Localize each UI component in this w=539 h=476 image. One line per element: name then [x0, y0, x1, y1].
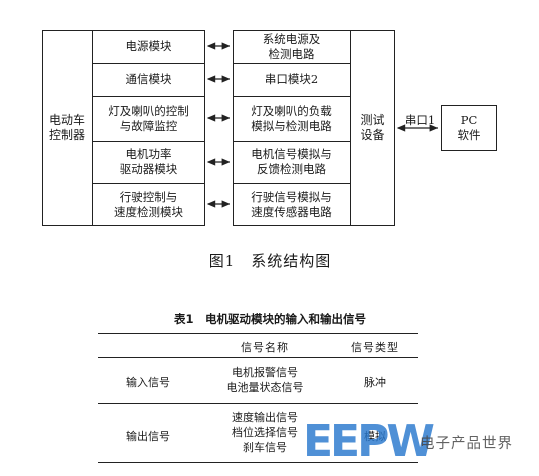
left-module-drive-speed: 行驶控制与 速度检测模块 [114, 189, 183, 219]
table-row-2-type: 模拟 [364, 430, 386, 443]
left-row-divider-4 [92, 183, 205, 184]
table-header-rule [98, 357, 418, 358]
watermark-text: 电子产品世界 [420, 436, 513, 452]
right-row-divider-2 [233, 96, 350, 97]
test-device-box [233, 30, 395, 226]
right-row-divider-1 [233, 63, 350, 64]
test-device-label: 测试 设备 [360, 113, 385, 142]
left-module-motor-driver: 电机功率 驱动器模块 [119, 147, 178, 176]
left-row-divider-3 [92, 141, 205, 142]
right-module-load-sim: 灯及喇叭的负载 模拟与检测电路 [251, 103, 332, 133]
left-module-power: 电源模块 [125, 39, 172, 53]
left-module-comm: 通信模块 [125, 72, 172, 86]
right-module-power-detect: 系统电源及 检测电路 [262, 31, 321, 61]
table-bottom-rule [98, 462, 418, 463]
right-module-motor-sim: 电机信号模拟与 反馈检测电路 [251, 147, 332, 176]
table-row-2-names: 速度输出信号 档位选择信号 刹车信号 [232, 411, 298, 454]
pc-box [441, 105, 497, 151]
table-header-name: 信号名称 [241, 341, 289, 354]
table-row-1-names: 电机报警信号 电池量状态信号 [226, 366, 304, 394]
table-row-1-category: 输入信号 [126, 376, 170, 389]
table-row-2-category: 输出信号 [126, 430, 170, 443]
pc-label: PC 软件 [457, 113, 481, 142]
controller-divider [92, 30, 93, 226]
right-row-divider-3 [233, 141, 350, 142]
table-row-rule [98, 403, 418, 404]
controller-box [42, 30, 205, 226]
table-title: 表1 电机驱动模块的输入和输出信号 [174, 312, 366, 326]
left-module-lamp-horn: 灯及喇叭的控制 与故障监控 [108, 103, 189, 133]
table-top-rule [98, 333, 418, 334]
connection-arrows [206, 42, 438, 208]
right-module-serial2: 串口模块2 [264, 72, 319, 86]
watermark-logo: EEPW [303, 416, 435, 467]
right-module-speed-sensor: 行驶信号模拟与 速度传感器电路 [251, 189, 332, 219]
figure-caption: 图1 系统结构图 [208, 252, 332, 270]
left-row-divider-2 [92, 96, 205, 97]
serial1-label: 串口1 [404, 113, 436, 127]
table-header-type: 信号类型 [351, 341, 399, 354]
controller-label: 电动车 控制器 [48, 113, 85, 142]
table-row-1-type: 脉冲 [364, 376, 386, 389]
test-device-divider [350, 30, 351, 226]
right-row-divider-4 [233, 183, 350, 184]
left-row-divider-1 [92, 63, 205, 64]
